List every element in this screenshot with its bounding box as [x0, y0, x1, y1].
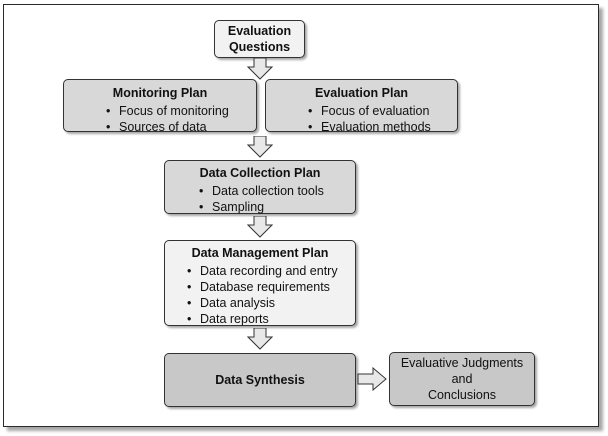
data-management-plan-item: Data analysis	[185, 295, 345, 311]
data-management-plan-title: Data Management Plan	[191, 246, 329, 260]
evaluation-plan-title: Evaluation Plan	[314, 86, 409, 100]
evaluative-judgments-box: Evaluative Judgments and Conclusions	[389, 352, 535, 406]
data-synthesis-title: Data Synthesis	[215, 373, 305, 387]
data-collection-plan-item: Data collection tools	[197, 183, 345, 199]
data-collection-plan-box: Data Collection Plan Data collection too…	[164, 160, 356, 215]
monitoring-plan-item: Focus of monitoring	[104, 103, 246, 119]
arrow-down-icon	[247, 136, 273, 158]
arrow-down-icon	[247, 216, 273, 238]
data-management-plan-box: Data Management Plan Data recording and …	[164, 240, 356, 327]
data-synthesis-box: Data Synthesis	[164, 353, 356, 407]
monitoring-plan-item: Sources of data	[104, 119, 246, 135]
arrow-down-icon	[247, 58, 273, 80]
data-collection-plan-item: Sampling	[197, 199, 345, 215]
arrow-right-icon	[357, 367, 387, 391]
evaluation-questions-title-line1: Evaluation	[227, 24, 292, 38]
evaluation-plan-list: Focus of evaluation Evaluation methods	[306, 103, 447, 135]
evaluation-plan-box: Evaluation Plan Focus of evaluation Eval…	[265, 79, 458, 135]
monitoring-plan-title: Monitoring Plan	[112, 86, 208, 100]
data-collection-plan-list: Data collection tools Sampling	[197, 183, 345, 215]
monitoring-plan-box: Monitoring Plan Focus of monitoring Sour…	[63, 79, 257, 135]
monitoring-plan-list: Focus of monitoring Sources of data	[104, 103, 246, 135]
data-management-plan-item: Database requirements	[185, 279, 345, 295]
evaluative-judgments-title-line1: Evaluative Judgments and	[400, 356, 524, 386]
evaluative-judgments-title-line2: Conclusions	[427, 388, 497, 402]
evaluation-questions-box: Evaluation Questions	[214, 20, 305, 58]
evaluation-plan-item: Focus of evaluation	[306, 103, 447, 119]
data-management-plan-item: Data recording and entry	[185, 263, 345, 279]
evaluation-plan-item: Evaluation methods	[306, 119, 447, 135]
arrow-down-icon	[247, 328, 273, 350]
data-management-plan-item: Data reports	[185, 311, 345, 327]
evaluation-questions-title-line2: Questions	[228, 40, 291, 54]
data-management-plan-list: Data recording and entry Database requir…	[185, 263, 345, 327]
data-collection-plan-title: Data Collection Plan	[199, 166, 321, 180]
